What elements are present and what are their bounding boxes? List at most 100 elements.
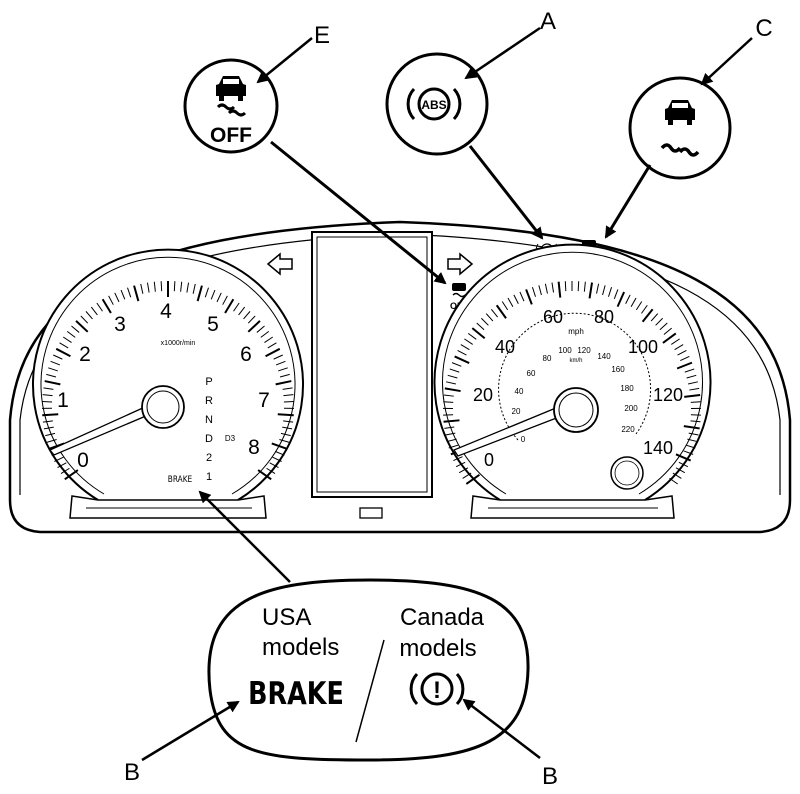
gauge-tick	[460, 344, 470, 351]
gear-r: R	[205, 395, 213, 407]
gauge-tick	[279, 373, 290, 378]
gauge-tick	[43, 387, 54, 390]
kmh-number-140: 140	[597, 352, 611, 361]
gauge-tick	[140, 283, 144, 294]
gauge-tick	[684, 368, 695, 373]
gauge-tick	[669, 477, 678, 485]
gauge-tick	[625, 294, 631, 304]
gauge-tick	[690, 401, 701, 403]
gauge-tick	[443, 419, 460, 423]
vsa-off-icon: OFF	[210, 76, 252, 147]
speedometer: 0 20 40 60 80 100 120 140 mph 0 20 40 60…	[433, 243, 712, 519]
gauge-tick	[663, 327, 672, 335]
gauge-tick	[678, 461, 689, 468]
gauge-tick	[266, 467, 276, 474]
gauge-tick	[662, 332, 677, 344]
gauge-tick	[684, 394, 701, 398]
canada-models-line2: models	[399, 635, 476, 662]
gauge-tick	[42, 413, 59, 417]
gauge-tick	[280, 432, 291, 437]
gauge-tick	[101, 298, 112, 314]
vsa-callout	[628, 76, 732, 180]
gauge-tick	[471, 327, 486, 340]
gauge-tick	[271, 442, 288, 450]
gauge-tick	[108, 295, 114, 305]
gauge-tick	[445, 432, 456, 436]
gauge-tick	[59, 342, 69, 349]
gauge-tick	[444, 426, 455, 429]
gauge-tick	[462, 472, 472, 479]
callout-label-b-left: B	[124, 759, 140, 786]
gauge-tick	[120, 289, 126, 300]
gauge-tick	[451, 362, 462, 367]
gauge-tick	[675, 453, 692, 462]
gear-2: 2	[206, 452, 212, 464]
brake-indicator-small: BRAKE	[168, 473, 192, 484]
mph-unit: mph	[568, 327, 584, 336]
kmh-number-200: 200	[624, 404, 638, 413]
gear-indicator: P R N D 2 1 D3 BRAKE	[168, 376, 236, 484]
gauge-tick	[449, 368, 460, 373]
gauge-tick	[675, 467, 686, 474]
gauge-tick	[577, 281, 580, 292]
callout-line-brake	[198, 490, 291, 583]
gauge-tick	[480, 317, 489, 326]
gauge-tick	[46, 438, 57, 443]
gauge-tick	[564, 281, 567, 292]
gauge-tick	[688, 381, 698, 385]
gauge-tick	[513, 294, 519, 304]
gauge-tick	[275, 360, 286, 366]
callout-line-b-right	[462, 698, 541, 759]
gauge-tick	[46, 373, 57, 378]
mph-number-80: 80	[594, 307, 614, 327]
callout-line-c-cluster	[604, 164, 652, 239]
kmh-number-40: 40	[515, 387, 524, 396]
gauge-tick	[247, 315, 256, 324]
tachometer: 0 1 2 3 4 5 6 7 8 x1000r/min	[32, 248, 304, 519]
gauge-tick	[267, 342, 277, 349]
gauge-tick	[495, 304, 507, 319]
brake-warning-icon: !	[409, 672, 465, 706]
gauge-tick	[64, 469, 79, 481]
gauge-tick	[53, 354, 63, 360]
gauge-tick	[544, 283, 548, 294]
gauge-tick	[260, 330, 270, 338]
kmh-number-220: 220	[621, 425, 635, 434]
gauge-tick	[690, 420, 701, 423]
gauge-tick	[45, 432, 56, 437]
gauge-tick	[454, 355, 470, 365]
gauge-tick	[680, 356, 690, 362]
trip-knob	[610, 456, 644, 490]
tach-number-8: 8	[248, 436, 260, 459]
gauge-tick	[43, 426, 54, 430]
gauge-tick	[519, 291, 525, 302]
gauge-tick	[257, 469, 272, 481]
kmh-number-0: 0	[521, 435, 526, 444]
gauge-tick	[133, 285, 140, 302]
gauge-tick	[650, 313, 659, 322]
vsa-icon	[660, 100, 700, 157]
gear-n: N	[205, 414, 213, 426]
gauge-tick	[153, 281, 156, 292]
mph-number-0: 0	[484, 450, 494, 470]
callout-line-a-cluster	[468, 145, 544, 240]
kmh-number-160: 160	[611, 365, 625, 374]
mph-number-40: 40	[495, 337, 515, 357]
gauge-tick	[265, 347, 281, 358]
d3-indicator: D3	[225, 434, 236, 443]
gear-1: 1	[206, 471, 212, 483]
gauge-tick	[476, 322, 485, 331]
gauge-tick	[525, 289, 533, 305]
gauge-tick	[196, 285, 203, 302]
gauge-tick	[464, 338, 473, 345]
gauge-tick	[96, 302, 103, 312]
gauge-tick	[48, 367, 58, 372]
gauge-tick	[282, 426, 293, 430]
vsa-off-callout: OFF	[183, 58, 279, 154]
gauge-tick	[443, 394, 454, 397]
tachometer-hub	[141, 385, 185, 429]
canada-models-line1: Canada	[400, 604, 485, 631]
gauge-tick	[443, 401, 454, 403]
gauge-tick	[282, 387, 293, 390]
brake-inset: USA models BRAKE Canada models !	[207, 578, 530, 762]
